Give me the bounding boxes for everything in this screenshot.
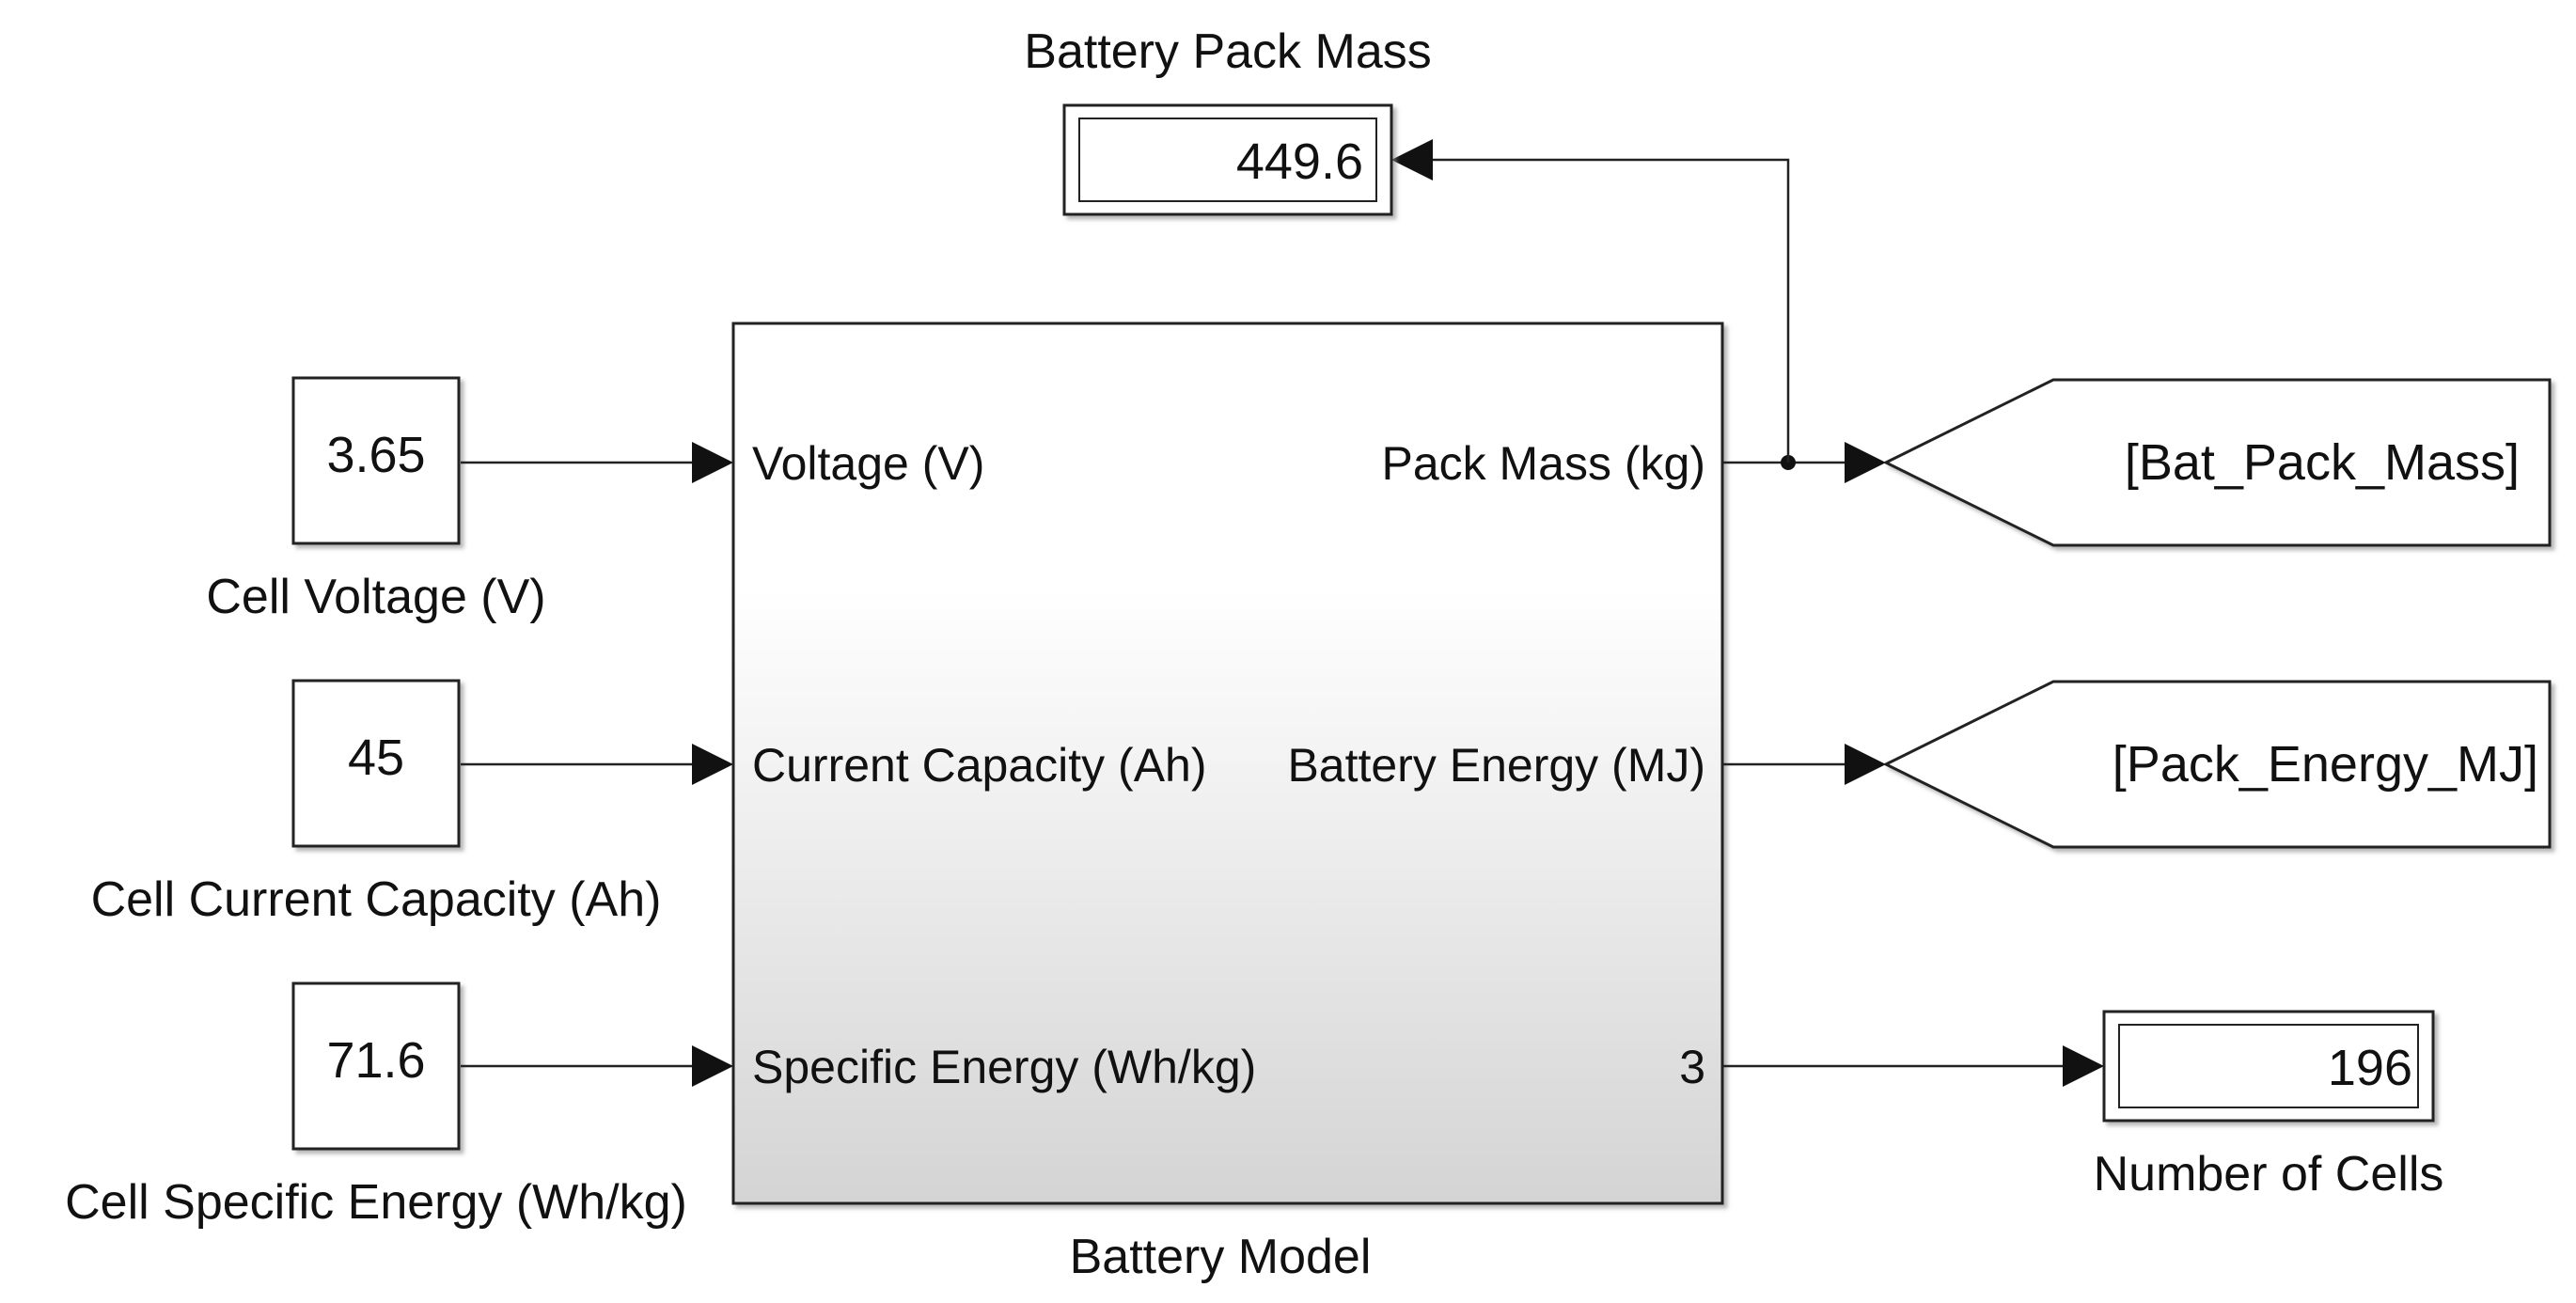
arrow-head-icon bbox=[1845, 744, 1886, 785]
display-pack-mass-label: Battery Pack Mass bbox=[1024, 24, 1431, 79]
input-port-specific-energy: Specific Energy (Wh/kg) bbox=[752, 1041, 1256, 1093]
battery-model-subsystem[interactable]: Voltage (V) Current Capacity (Ah) Specif… bbox=[731, 322, 1724, 1205]
signal-line-battery-energy[interactable] bbox=[1722, 744, 1886, 785]
input-port-voltage: Voltage (V) bbox=[752, 437, 984, 490]
goto-tag-bat-pack-mass: [Bat_Pack_Mass] bbox=[2125, 434, 2520, 491]
arrow-head-icon bbox=[692, 744, 733, 785]
display-block-number-of-cells[interactable]: 196 bbox=[2102, 1010, 2435, 1122]
display-block-pack-mass[interactable]: 449.6 bbox=[1062, 103, 1393, 216]
output-port-3: 3 bbox=[1679, 1041, 1705, 1093]
goto-tag-pack-energy: [Pack_Energy_MJ] bbox=[2113, 736, 2538, 793]
goto-block-pack-energy[interactable]: [Pack_Energy_MJ] bbox=[1882, 680, 2552, 849]
signal-line-capacity[interactable] bbox=[461, 744, 733, 785]
signal-line-pack-mass[interactable] bbox=[1391, 139, 1886, 483]
goto-block-bat-pack-mass[interactable]: [Bat_Pack_Mass] bbox=[1882, 378, 2552, 547]
constant-block-cell-capacity[interactable]: 45 bbox=[291, 679, 461, 848]
arrow-head-icon bbox=[1391, 139, 1433, 181]
constant-block-cell-voltage[interactable]: 3.65 bbox=[291, 376, 461, 545]
cell-specific-energy-label: Cell Specific Energy (Wh/kg) bbox=[65, 1175, 687, 1230]
arrow-head-icon bbox=[2063, 1045, 2104, 1087]
arrow-head-icon bbox=[692, 1045, 733, 1087]
cell-specific-energy-value: 71.6 bbox=[326, 1032, 425, 1089]
arrow-head-icon bbox=[1845, 442, 1886, 483]
arrow-head-icon bbox=[692, 442, 733, 483]
signal-line-specific-energy[interactable] bbox=[461, 1045, 733, 1087]
output-port-pack-mass: Pack Mass (kg) bbox=[1381, 437, 1705, 490]
input-port-current-capacity: Current Capacity (Ah) bbox=[752, 739, 1207, 792]
cell-capacity-label: Cell Current Capacity (Ah) bbox=[91, 872, 662, 927]
battery-model-label: Battery Model bbox=[1070, 1230, 1372, 1284]
display-number-of-cells-label: Number of Cells bbox=[2094, 1147, 2444, 1201]
signal-line-voltage[interactable] bbox=[461, 442, 733, 483]
display-pack-mass-value: 449.6 bbox=[1236, 133, 1363, 190]
display-number-of-cells-value: 196 bbox=[2328, 1040, 2412, 1096]
constant-block-cell-specific-energy[interactable]: 71.6 bbox=[291, 981, 461, 1151]
output-port-battery-energy: Battery Energy (MJ) bbox=[1287, 739, 1705, 792]
cell-voltage-value: 3.65 bbox=[326, 427, 425, 483]
cell-voltage-label: Cell Voltage (V) bbox=[206, 570, 545, 624]
cell-capacity-value: 45 bbox=[348, 730, 404, 786]
signal-line-number-of-cells[interactable] bbox=[1722, 1045, 2104, 1087]
